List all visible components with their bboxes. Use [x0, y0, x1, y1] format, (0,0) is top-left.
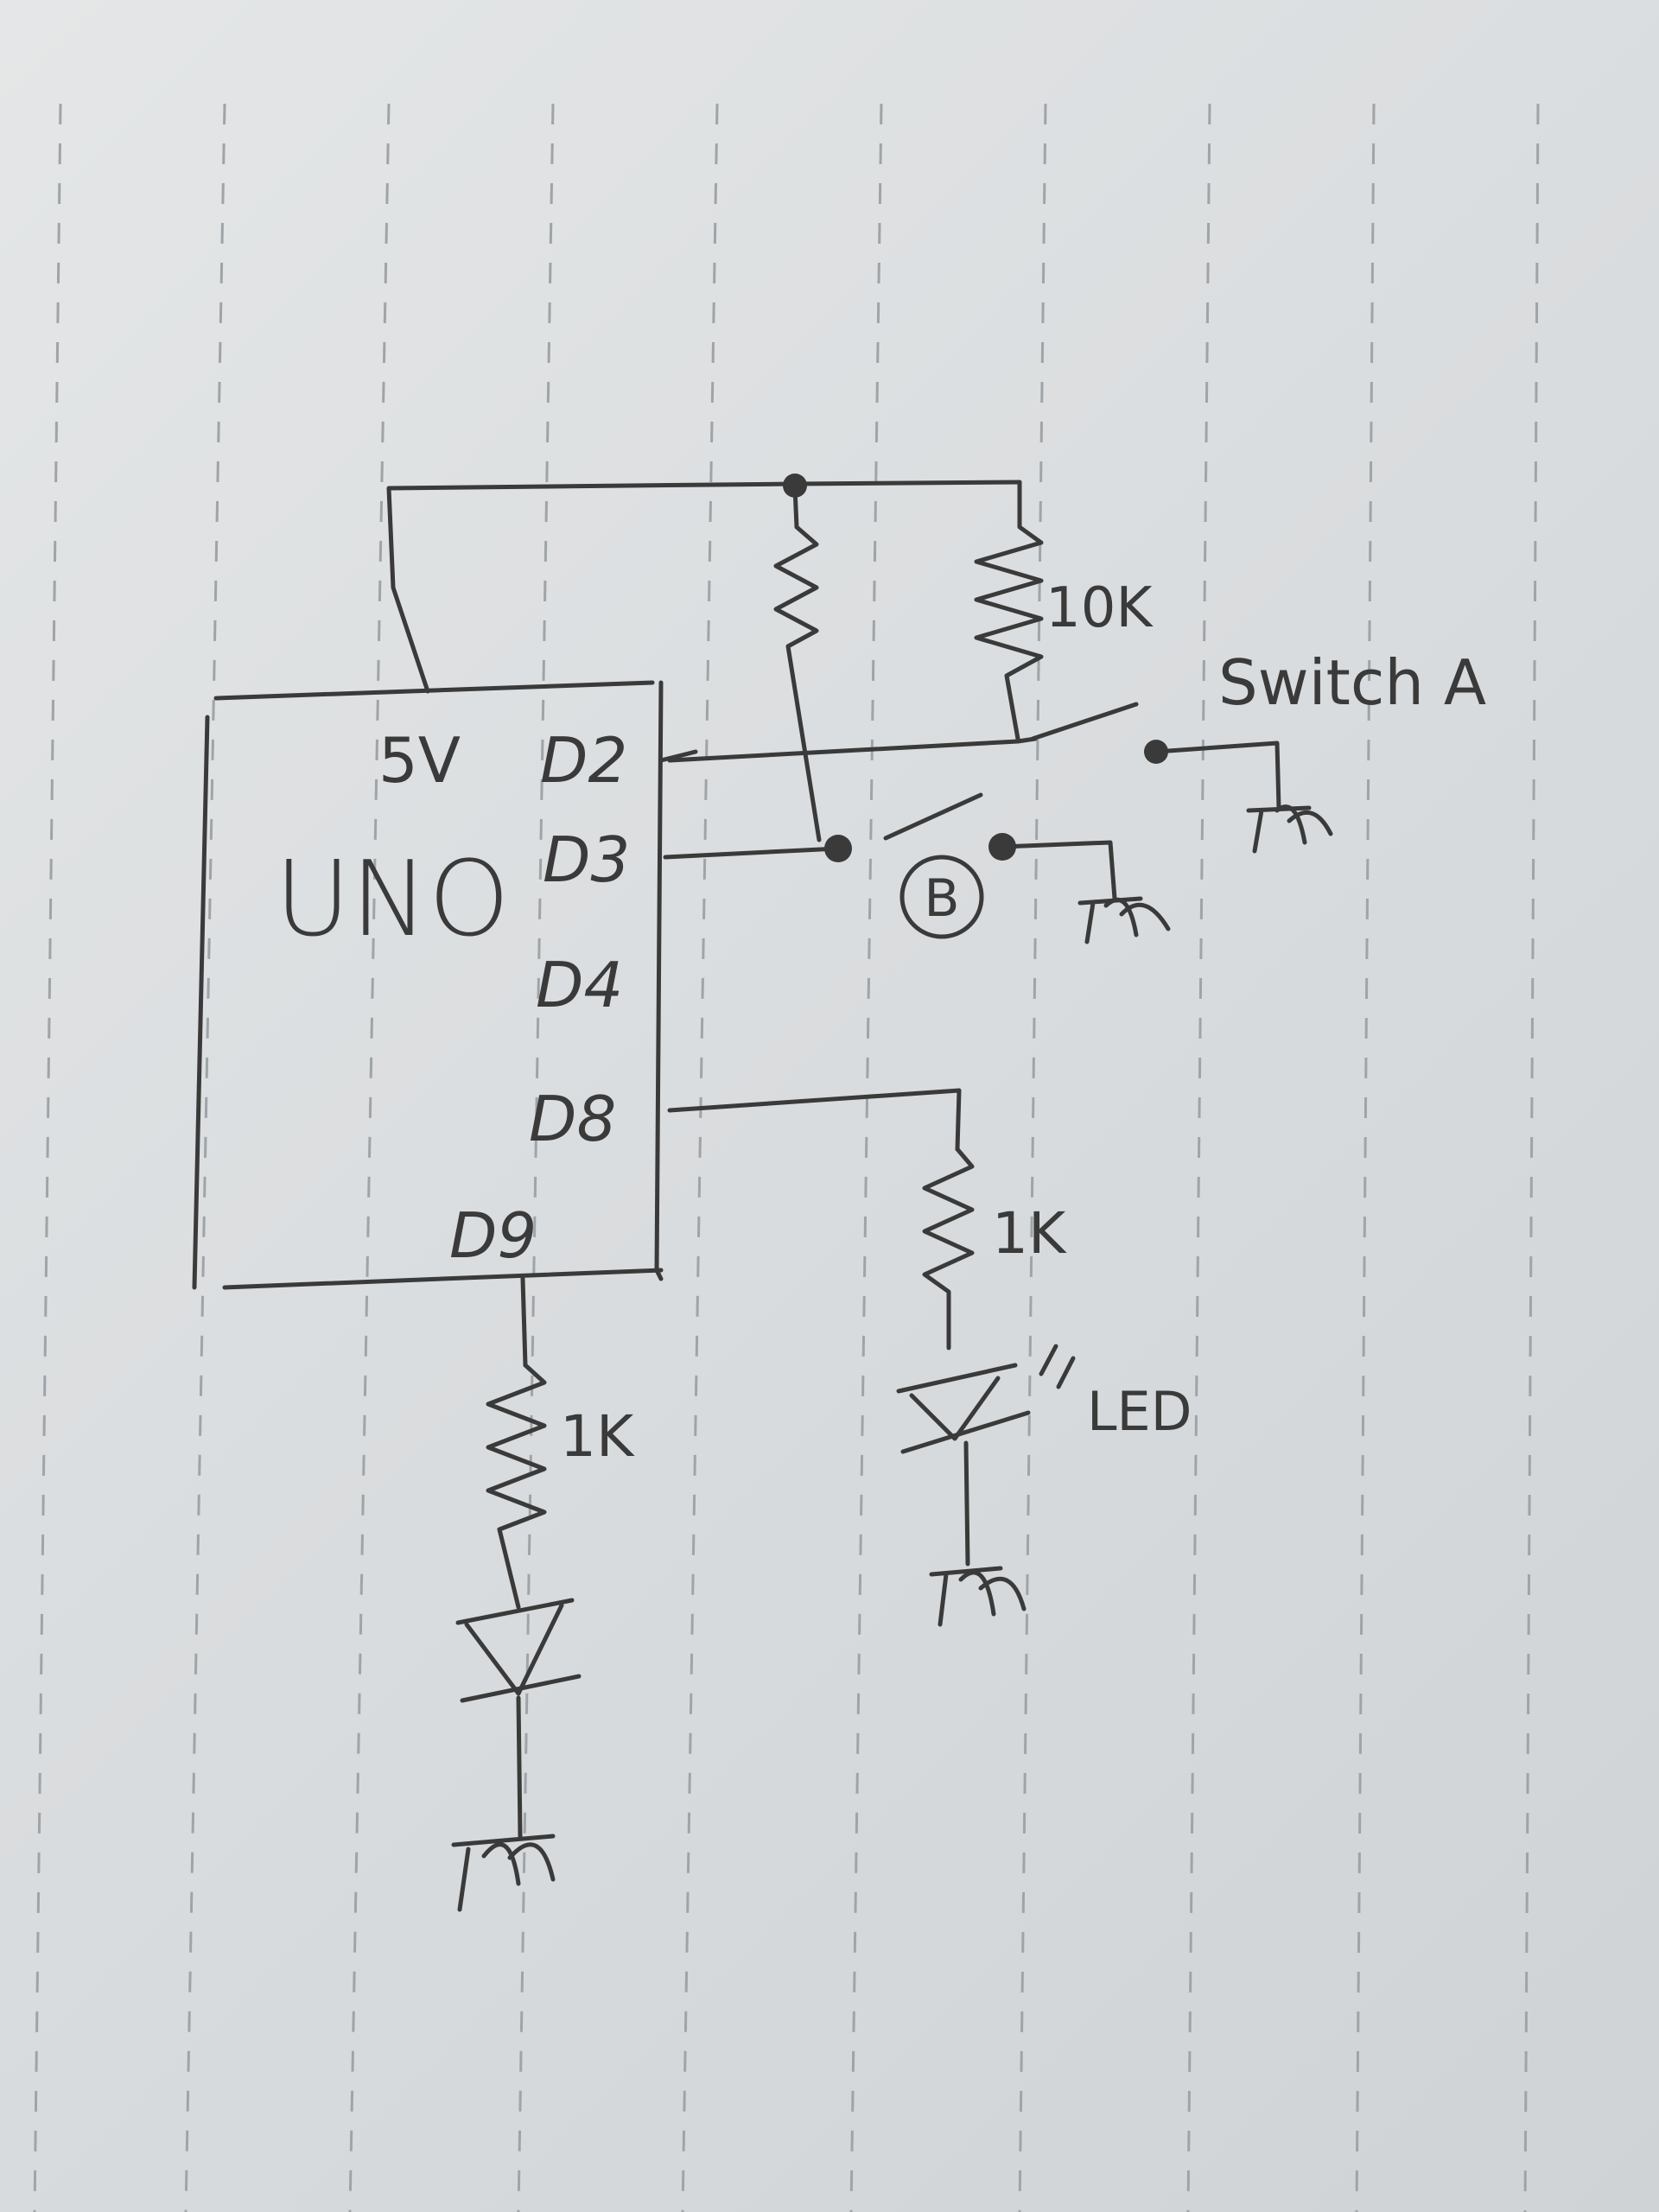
diode-d9: [455, 1598, 582, 1703]
d8-wire: [667, 1088, 962, 1152]
resistor-label-10k: 10K: [1046, 576, 1154, 640]
pin-label-d3: D3: [543, 823, 630, 896]
ground-icon: [451, 1834, 556, 1912]
d3-junction-dot: [824, 835, 852, 862]
d9-wire: [520, 1276, 528, 1368]
pullup-resistor-a: [974, 480, 1044, 741]
pin-label-d8: D8: [529, 1083, 616, 1155]
switch-a-ground-wire: [1154, 741, 1281, 810]
5v-rail-wire: [386, 480, 1022, 694]
notebook-rule-lines: [33, 103, 1540, 2212]
uno-board-outline: [192, 680, 664, 1290]
switch-b-ground-wire: [1000, 840, 1117, 901]
switch-b-marker-circle: [899, 855, 984, 939]
5v-junction-dot: [783, 474, 807, 498]
switch-a-label: Switch A: [1218, 646, 1486, 719]
resistor-d8-label: 1K: [992, 1200, 1067, 1267]
d3-wire: [663, 846, 841, 860]
switch-b-lever: [883, 792, 983, 841]
ground-icon: [1077, 896, 1171, 944]
resistor-d9: [486, 1363, 547, 1610]
d2-wire: [667, 736, 1038, 763]
switch-b-label: B: [924, 868, 959, 929]
ground-icon: [1246, 804, 1333, 854]
led-d8-ground-wire: [963, 1440, 970, 1567]
board-label-uno: UNO: [275, 840, 510, 960]
pullup-resistor-b: [773, 486, 822, 842]
resistor-d8: [922, 1147, 975, 1351]
switch-a-lever: [1030, 702, 1139, 741]
ground-icon: [929, 1566, 1027, 1627]
diode-d9-ground-wire: [516, 1695, 523, 1839]
led-d8: [896, 1363, 1031, 1454]
d2-arrow: [658, 749, 698, 763]
pin-label-5v: 5V: [378, 724, 461, 797]
pin-label-d9: D9: [449, 1199, 537, 1272]
resistor-d9-label: 1K: [560, 1403, 635, 1470]
pin-label-d4: D4: [536, 949, 623, 1021]
led-light-rays-icon: [1039, 1344, 1076, 1389]
pin-label-d2: D2: [540, 724, 627, 797]
led-label: LED: [1087, 1380, 1192, 1443]
